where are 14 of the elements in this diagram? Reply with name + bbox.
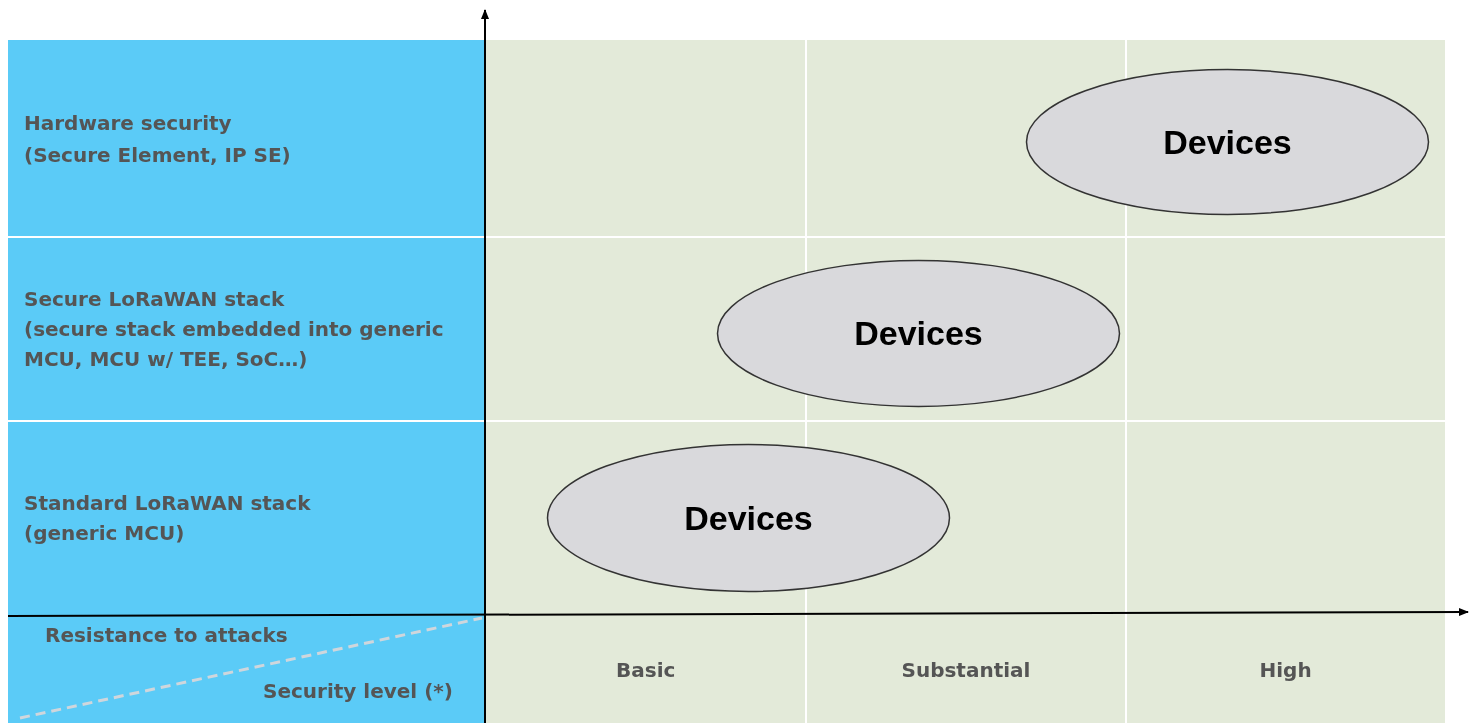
row-label: Secure LoRaWAN stack	[24, 286, 285, 313]
row-label: (secure stack embedded into generic MCU, MCU w/ TEE, SoC…)	[24, 316, 445, 373]
column-label: High	[1259, 657, 1312, 684]
column-label: Basic	[616, 657, 676, 684]
devices-ellipse: Devices	[716, 259, 1121, 408]
axis-label: Resistance to attacks	[45, 622, 288, 649]
row-label: (Secure Element, IP SE)	[24, 142, 291, 169]
devices-ellipse: Devices	[1025, 68, 1430, 216]
axis-label: Security level (*)	[263, 678, 453, 705]
column-label: Substantial	[901, 657, 1031, 684]
row-label: (generic MCU)	[24, 520, 185, 547]
row-label: Standard LoRaWAN stack	[24, 490, 311, 517]
row-label: Hardware security	[24, 110, 232, 137]
devices-ellipse: Devices	[546, 443, 951, 593]
